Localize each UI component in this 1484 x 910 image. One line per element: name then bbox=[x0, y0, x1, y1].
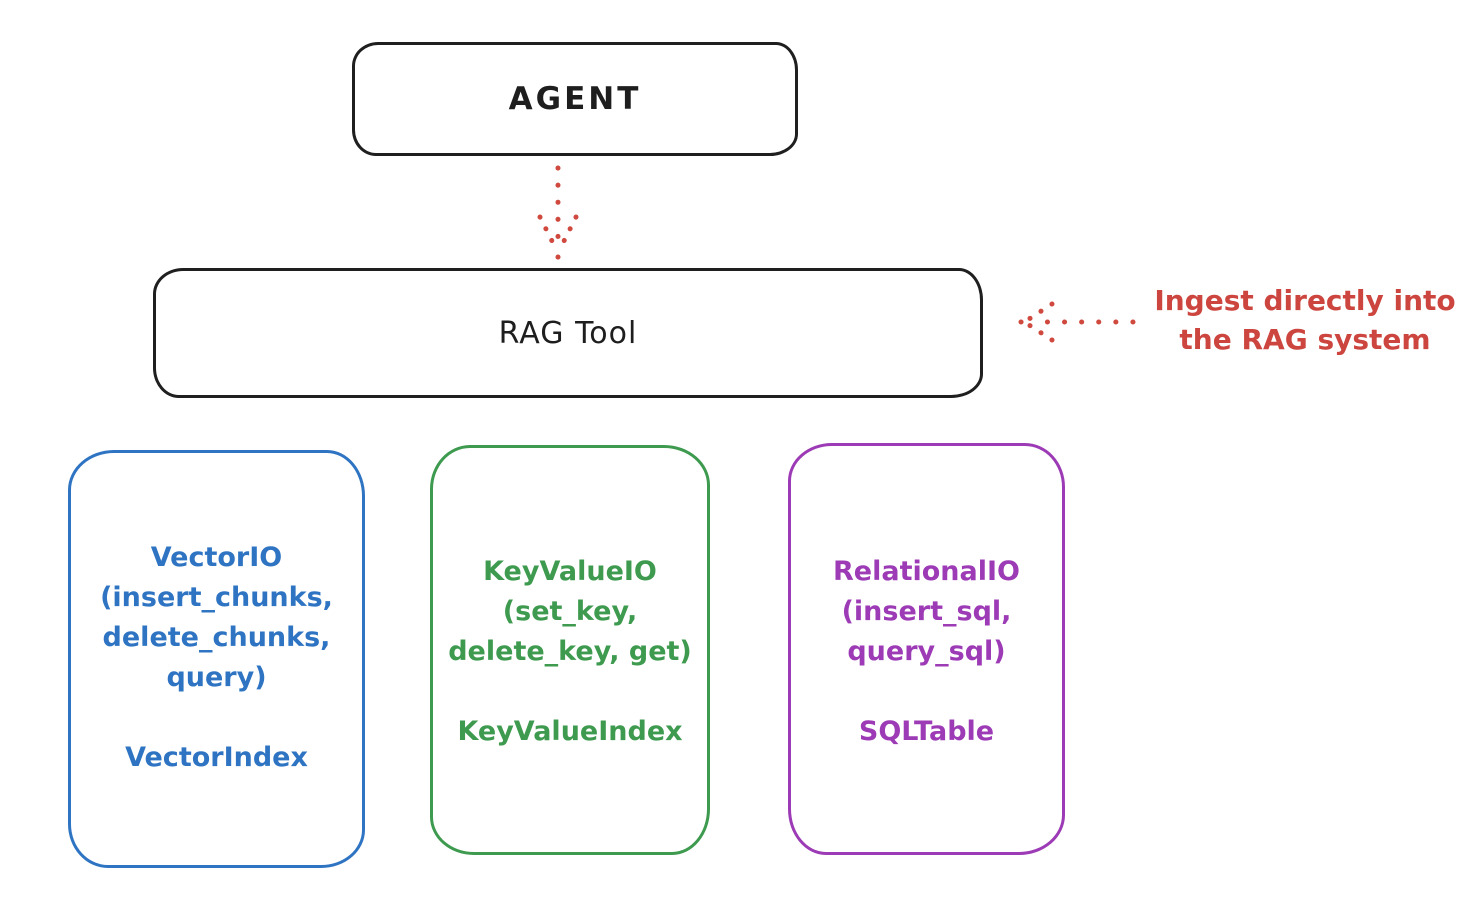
key-value-io-card: KeyValueIO (set_key, delete_key, get) Ke… bbox=[430, 445, 710, 855]
vector-io-methods-line1: (insert_chunks, bbox=[100, 582, 333, 613]
rag-tool-node: RAG Tool bbox=[153, 268, 983, 398]
ingest-annotation-line1: Ingest directly into bbox=[1154, 284, 1456, 317]
agent-node: AGENT bbox=[352, 42, 798, 156]
key-value-io-methods-line1: (set_key, bbox=[502, 596, 638, 627]
vector-io-index-class: VectorIndex bbox=[125, 742, 308, 773]
key-value-io-methods-line2: delete_key, get) bbox=[448, 636, 692, 667]
relational-io-interface: RelationalIO bbox=[833, 556, 1020, 587]
rag-tool-node-label: RAG Tool bbox=[498, 315, 638, 351]
relational-io-index-class: SQLTable bbox=[858, 716, 995, 747]
agent-to-rag-arrow bbox=[537, 165, 579, 260]
agent-node-label: AGENT bbox=[508, 81, 642, 117]
relational-io-methods-line2: query_sql) bbox=[847, 636, 1006, 667]
vector-io-methods-line2: delete_chunks, bbox=[102, 622, 331, 653]
relational-io-methods-line1: (insert_sql, bbox=[841, 596, 1012, 627]
key-value-io-interface: KeyValueIO bbox=[483, 556, 657, 587]
vector-io-card: VectorIO (insert_chunks, delete_chunks, … bbox=[68, 450, 365, 868]
ingest-arrow bbox=[1018, 301, 1136, 343]
ingest-annotation: Ingest directly into the RAG system bbox=[1140, 281, 1470, 359]
ingest-annotation-line2: the RAG system bbox=[1179, 323, 1431, 356]
relational-io-card: RelationalIO (insert_sql, query_sql) SQL… bbox=[788, 443, 1065, 855]
vector-io-methods-line3: query) bbox=[166, 662, 267, 693]
key-value-io-index-class: KeyValueIndex bbox=[457, 716, 683, 747]
vector-io-interface: VectorIO bbox=[150, 542, 283, 573]
